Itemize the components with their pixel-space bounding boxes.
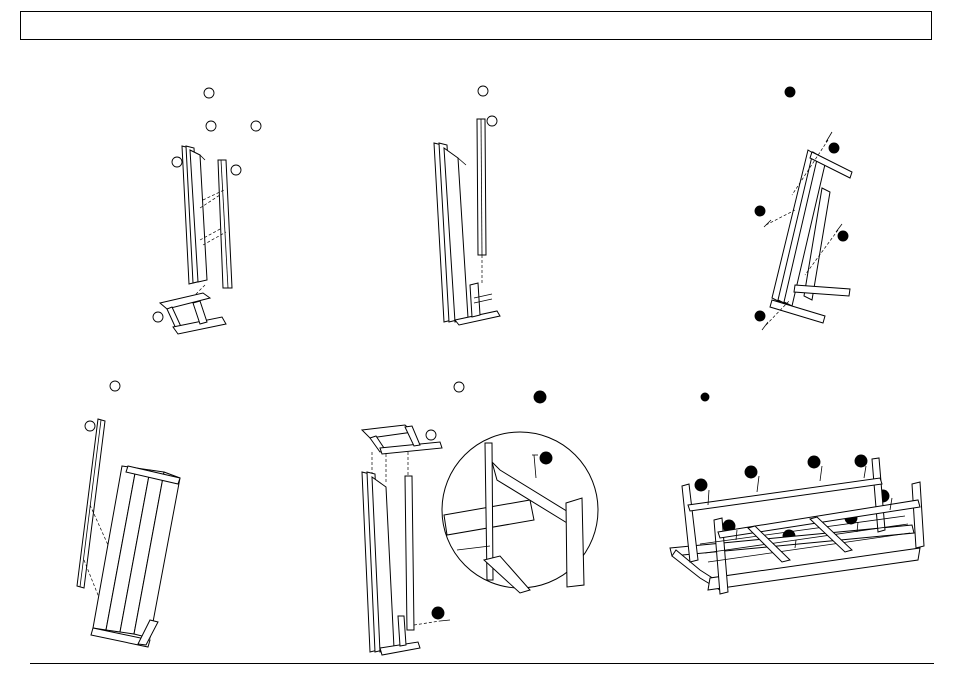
- step-6-callouts: [695, 393, 889, 542]
- callout-filled: [838, 231, 848, 241]
- callout-filled: [432, 607, 444, 619]
- callout-open: [231, 165, 241, 175]
- step-4-leg: [77, 419, 105, 588]
- callout-filled: [755, 206, 765, 216]
- step-2-leg: [477, 119, 486, 255]
- footer-rule: [30, 663, 934, 664]
- callout-open: [110, 381, 120, 391]
- step-5-panel: [362, 472, 420, 655]
- callout-open: [153, 312, 163, 322]
- callout-filled: [785, 87, 795, 97]
- callout-filled: [701, 393, 709, 401]
- step-2-panel: [434, 143, 468, 322]
- callout-filled: [695, 479, 707, 491]
- step-6-bench: [670, 458, 924, 594]
- step-1-leg: [218, 160, 232, 288]
- callout-open: [426, 430, 436, 440]
- callout-open: [454, 382, 464, 392]
- callout-filled: [534, 391, 546, 403]
- callout-open: [206, 121, 216, 131]
- callout-filled: [540, 452, 552, 464]
- step-1-callouts: [153, 88, 261, 322]
- callout-filled: [829, 143, 839, 153]
- step-1-back-panel: [182, 146, 207, 284]
- callout-filled: [755, 311, 765, 321]
- callout-open: [172, 157, 182, 167]
- callout-filled: [808, 456, 820, 468]
- callout-filled: [745, 466, 757, 478]
- callout-open: [251, 121, 261, 131]
- callout-open: [85, 421, 95, 431]
- callout-open: [487, 116, 497, 126]
- step-5-detail-circle: [442, 432, 598, 593]
- step-4-panel: [91, 466, 180, 647]
- step-1-frame: [160, 293, 226, 334]
- callout-open: [204, 88, 214, 98]
- callout-filled: [855, 455, 867, 467]
- callout-open: [478, 86, 488, 96]
